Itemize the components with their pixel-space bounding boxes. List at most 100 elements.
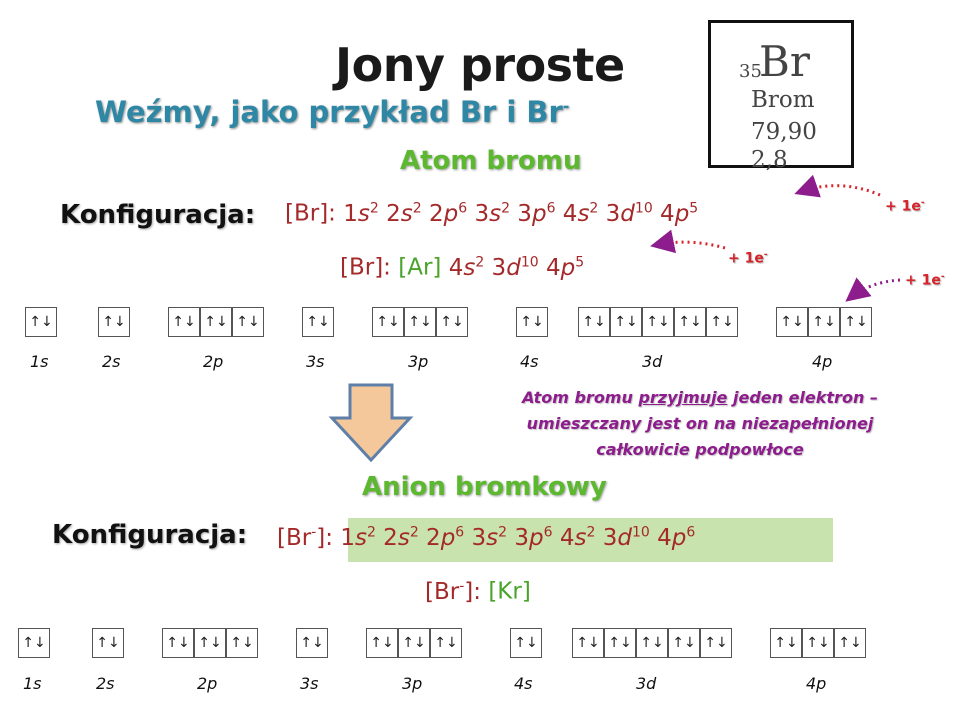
orbital-box: ↑↓ xyxy=(610,307,642,337)
orbital-box: ↑↓ xyxy=(604,628,636,658)
orbital-box: ↑↓ xyxy=(366,628,398,658)
element-atomic-number: 35 xyxy=(739,61,762,82)
electron-note-1: + 1e- xyxy=(885,198,925,215)
electron-note-2-sup: - xyxy=(763,250,768,260)
anion-config: [Br-]: 1s2 2s2 2p6 3s2 3p6 4s2 3d10 4p6 xyxy=(277,524,695,551)
atom-heading: Atom bromu xyxy=(400,146,582,176)
orbital-box: ↑↓ xyxy=(18,628,50,658)
electron-note-2-text: + 1e xyxy=(728,250,764,267)
atom-orbital-row: ↑↓ ↑↓ ↑↓ ↑↓ ↑↓ ↑↓ ↑↓ ↑↓ ↑↓ ↑↓ ↑↓ ↑↓ ↑↓ ↑… xyxy=(0,307,960,337)
orbital-box: ↑↓ xyxy=(642,307,674,337)
orbital-box: ↑↓ xyxy=(700,628,732,658)
orbital-box: ↑↓ xyxy=(668,628,700,658)
orbital-box: ↑↓ xyxy=(706,307,738,337)
orbital-box: ↑↓ xyxy=(436,307,468,337)
atom-short-prefix: [Br]: xyxy=(340,254,391,281)
anion-config-body: 1s2 2s2 2p6 3s2 3p6 4s2 3d10 4p6 xyxy=(340,524,696,551)
anion-config-prefix: [Br-]: xyxy=(277,524,334,551)
anion-label-4s: 4s xyxy=(514,674,533,693)
orbital-box: ↑↓ xyxy=(840,307,872,337)
slide-title: Jony proste xyxy=(335,38,625,92)
atom-config-prefix: [Br]: xyxy=(285,200,336,227)
orbital-label-3p: 3p xyxy=(408,352,429,371)
anion-label-3p: 3p xyxy=(402,674,423,693)
orbital-box: ↑↓ xyxy=(834,628,866,658)
anion-short-prefix: [Br-]: xyxy=(425,578,482,605)
orbital-box: ↑↓ xyxy=(296,628,328,658)
anion-label-2s: 2s xyxy=(96,674,115,693)
subtitle-sup: - xyxy=(562,96,570,116)
electron-note-2: + 1e- xyxy=(728,250,768,267)
orbital-box: ↑↓ xyxy=(398,628,430,658)
note-line-3: całkowicie podpowłoce xyxy=(596,440,804,459)
orbital-label-2s: 2s xyxy=(102,352,121,371)
electron-note-1-text: + 1e xyxy=(885,198,921,215)
arrow-to-4p-box xyxy=(845,277,901,302)
orbital-box: ↑↓ xyxy=(674,307,706,337)
orbital-box: ↑↓ xyxy=(770,628,802,658)
orbital-box: ↑↓ xyxy=(572,628,604,658)
element-symbol: Br xyxy=(759,37,810,86)
arrow-to-short xyxy=(650,229,726,254)
orbital-box: ↑↓ xyxy=(200,307,232,337)
orbital-label-3d: 3d xyxy=(642,352,663,371)
note-line-1-underlined: przyjmuje xyxy=(638,388,728,407)
arrow-to-4p5 xyxy=(794,174,881,198)
orbital-box: ↑↓ xyxy=(430,628,462,658)
orbital-box: ↑↓ xyxy=(510,628,542,658)
anion-label-4p: 4p xyxy=(806,674,827,693)
element-shells: 2,8 xyxy=(751,147,788,173)
subtitle-text: Weźmy, jako przykład Br i Br xyxy=(95,95,563,129)
explanation-note: Atom bromu przyjmuje jeden elektron – um… xyxy=(450,385,950,463)
anion-label-1s: 1s xyxy=(23,674,42,693)
orbital-box: ↑↓ xyxy=(98,307,130,337)
element-mass: 79,90 xyxy=(751,119,817,145)
note-line-1b: jeden elektron – xyxy=(727,388,878,407)
orbital-label-1s: 1s xyxy=(30,352,49,371)
orbital-box: ↑↓ xyxy=(232,307,264,337)
atom-short-body: 4s2 3d10 4p5 xyxy=(448,254,585,281)
electron-note-3: + 1e- xyxy=(905,272,945,289)
slide-subtitle: Weźmy, jako przykład Br i Br- xyxy=(95,95,569,129)
orbital-label-2p: 2p xyxy=(203,352,224,371)
orbital-label-4p: 4p xyxy=(812,352,833,371)
orbital-box: ↑↓ xyxy=(578,307,610,337)
down-arrow-shape xyxy=(328,383,414,463)
orbital-box: ↑↓ xyxy=(162,628,194,658)
orbital-box: ↑↓ xyxy=(25,307,57,337)
anion-label-2p: 2p xyxy=(197,674,218,693)
orbital-box: ↑↓ xyxy=(404,307,436,337)
anion-short-core: [Kr] xyxy=(488,578,531,605)
anion-config-label: Konfiguracja: xyxy=(52,520,248,550)
element-card: 35 Br Brom 79,90 2,8 xyxy=(708,20,854,173)
orbital-label-4s: 4s xyxy=(520,352,539,371)
atom-config: [Br]: 1s2 2s2 2p6 3s2 3p6 4s2 3d10 4p5 xyxy=(285,200,698,227)
atom-config-body: 1s2 2s2 2p6 3s2 3p6 4s2 3d10 4p5 xyxy=(343,200,699,227)
atom-config-short: [Br]: [Ar] 4s2 3d10 4p5 xyxy=(340,254,584,281)
orbital-box: ↑↓ xyxy=(776,307,808,337)
electron-note-3-sup: - xyxy=(940,272,945,282)
anion-config-highlight xyxy=(348,518,833,562)
orbital-box: ↑↓ xyxy=(372,307,404,337)
atom-short-core: [Ar] xyxy=(398,254,442,281)
orbital-box: ↑↓ xyxy=(226,628,258,658)
note-line-1a: Atom bromu xyxy=(522,388,639,407)
anion-heading: Anion bromkowy xyxy=(362,472,607,502)
orbital-box: ↑↓ xyxy=(636,628,668,658)
anion-orbital-row: ↑↓ ↑↓ ↑↓ ↑↓ ↑↓ ↑↓ ↑↓ ↑↓ ↑↓ ↑↓ ↑↓ ↑↓ ↑↓ ↑… xyxy=(0,628,960,658)
orbital-label-3s: 3s xyxy=(306,352,325,371)
anion-config-short: [Br-]: [Kr] xyxy=(425,578,531,605)
note-line-2: umieszczany jest on na niezapełnionej xyxy=(526,414,874,433)
orbital-box: ↑↓ xyxy=(516,307,548,337)
orbital-box: ↑↓ xyxy=(302,307,334,337)
orbital-box: ↑↓ xyxy=(808,307,840,337)
orbital-box: ↑↓ xyxy=(168,307,200,337)
electron-note-3-text: + 1e xyxy=(905,272,941,289)
orbital-box: ↑↓ xyxy=(92,628,124,658)
orbital-box: ↑↓ xyxy=(194,628,226,658)
anion-label-3s: 3s xyxy=(300,674,319,693)
orbital-box: ↑↓ xyxy=(802,628,834,658)
electron-note-1-sup: - xyxy=(920,198,925,208)
element-name: Brom xyxy=(751,87,815,113)
